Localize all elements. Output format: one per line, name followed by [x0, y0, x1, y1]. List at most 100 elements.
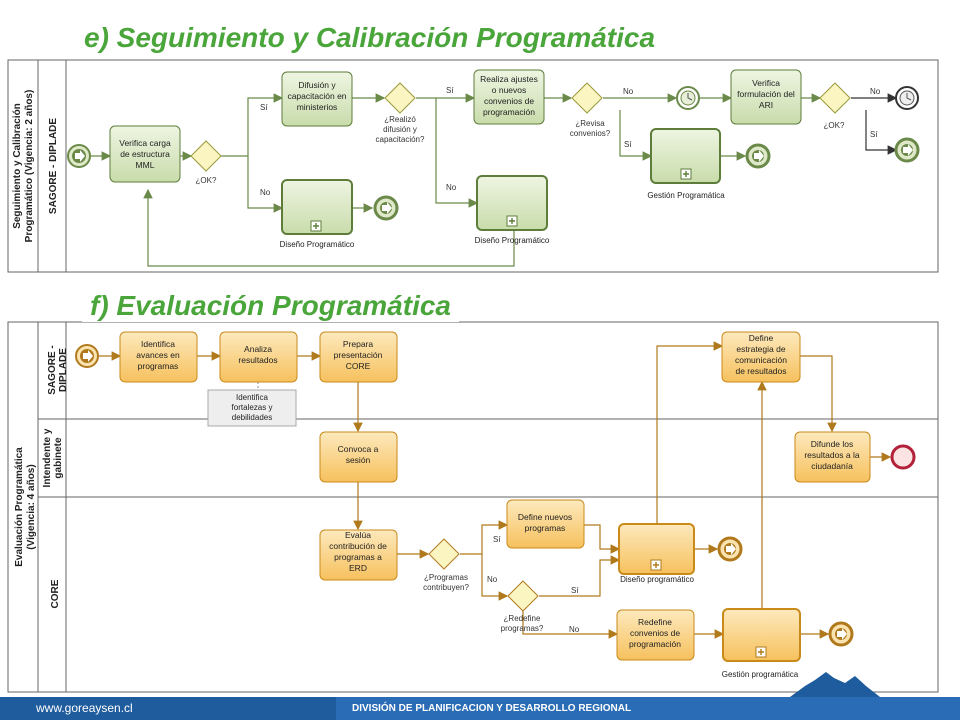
flow-label: No	[623, 87, 634, 96]
text-line: programación	[483, 107, 535, 117]
text-line: Define	[749, 333, 774, 343]
flow-label: No	[260, 188, 271, 197]
text-line: capacitación?	[376, 135, 425, 144]
text-line: Redefine	[638, 617, 672, 627]
text-line: comunicación	[735, 355, 787, 365]
text-line: Convoca a	[338, 444, 379, 454]
title-section-f: f) Evaluación Programática	[82, 290, 460, 322]
text-line: Verifica	[752, 78, 780, 88]
footer: www.goreaysen.cl DIVISIÓN DE PLANIFICACI…	[0, 697, 960, 720]
text-line: programas	[138, 361, 179, 371]
flow-label: No	[446, 183, 457, 192]
text-line: Prepara	[343, 339, 374, 349]
text-line: convenios de	[630, 628, 680, 638]
text-line: convenios de	[484, 96, 534, 106]
text-line: de resultados	[735, 366, 786, 376]
subprocess-gestion-e-label: Gestión Programática	[647, 191, 725, 200]
text-line: ministerios	[297, 102, 338, 112]
pool-f-label-1: Evaluación Programática	[14, 447, 25, 567]
text-line: presentación	[334, 350, 383, 360]
gateway-ok-1-label: ¿OK?	[196, 176, 217, 185]
text-line: contribución de	[329, 541, 387, 551]
text-line: ARI	[759, 100, 773, 110]
lane-sagore-label: SAGORE -DIPLADE	[47, 345, 69, 394]
flow-label: Sí	[260, 103, 268, 112]
text-line: gabinete	[53, 437, 64, 479]
text-line: Analiza	[244, 344, 272, 354]
pool-f-label-2: (Vigencia: 4 años)	[26, 464, 37, 549]
flows-e	[91, 93, 822, 267]
timer-event-1	[676, 86, 700, 110]
flow-label: No	[870, 87, 881, 96]
lane-core-label: CORE	[50, 579, 61, 608]
website-link[interactable]: www.goreaysen.cl	[0, 697, 336, 720]
flow-label: Sí	[571, 586, 579, 595]
text-line: formulación del	[737, 89, 795, 99]
text-line: Difusión y	[298, 80, 336, 90]
text-line: SAGORE -	[47, 345, 58, 394]
annotation-line: Identifica	[236, 393, 269, 402]
title-section-e: e) Seguimiento y Calibración Programátic…	[76, 22, 664, 54]
text-line: resultados	[238, 355, 277, 365]
text-line: ¿Programas	[424, 573, 468, 582]
flow-label: No	[569, 625, 580, 634]
flow-label: Sí	[624, 140, 632, 149]
text-line: avances en	[136, 350, 180, 360]
pool-f: Evaluación Programática (Vigencia: 4 año…	[7, 321, 939, 693]
text-line: DIPLADE	[58, 348, 69, 392]
flow-label: Sí	[870, 130, 878, 139]
flow-label: No	[487, 575, 498, 584]
pool-e-label-2: Programático (Vigencia: 2 años)	[24, 90, 35, 243]
text-line: ciudadanía	[811, 461, 853, 471]
text-line: capacitación en	[287, 91, 346, 101]
text-line: contribuyen?	[423, 583, 469, 592]
text-line: programas	[525, 523, 566, 533]
start-event-f	[75, 344, 99, 368]
end-event-e-3	[894, 137, 920, 163]
text-line: difusión y	[383, 125, 417, 134]
start-event-e	[67, 144, 91, 168]
division-label: DIVISIÓN DE PLANIFICACION Y DESARROLLO R…	[336, 697, 960, 720]
text-line: convenios?	[570, 129, 611, 138]
flow-label: Sí	[493, 535, 501, 544]
timer-event-2	[895, 86, 919, 110]
text-line: o nuevos	[492, 85, 527, 95]
text-line: Intendente y	[42, 428, 53, 487]
text-line: Evalúa	[345, 530, 371, 540]
text-line: Difunde los	[811, 439, 854, 449]
text-line: Verifica carga	[119, 138, 171, 148]
end-event-e-2	[745, 143, 771, 169]
end-event-f-3	[828, 621, 854, 647]
flows-f	[99, 341, 892, 639]
end-event-f-2	[717, 536, 743, 562]
end-event-e-1	[373, 195, 399, 221]
